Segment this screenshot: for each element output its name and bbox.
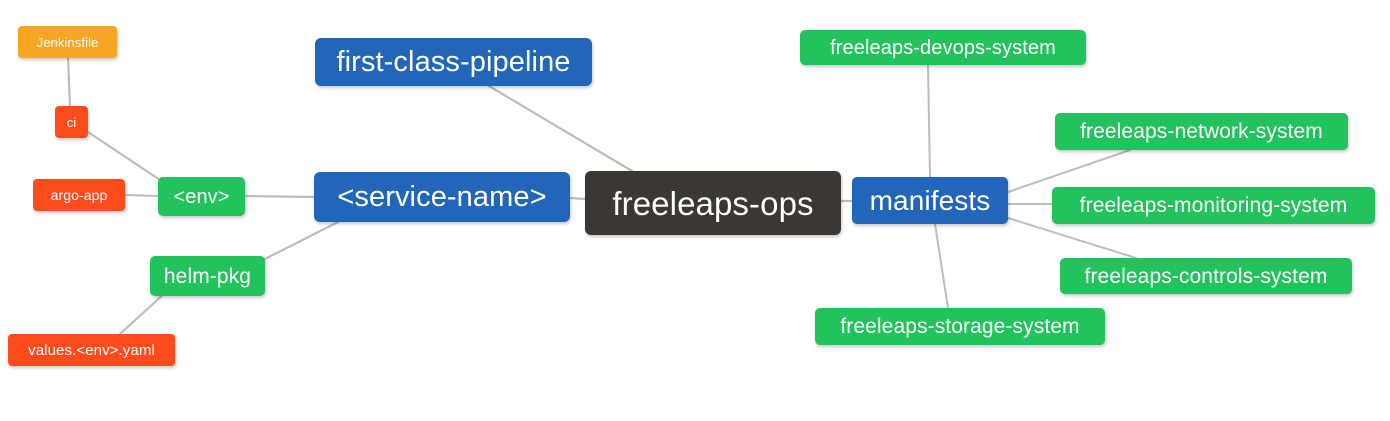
edge-jenkinsfile-to-ci	[66, 56, 72, 108]
node-freeleaps-monitoring-system[interactable]: freeleaps-monitoring-system	[1052, 187, 1375, 224]
edge-ci-to-env	[86, 130, 162, 182]
node-argo-app[interactable]: argo-app	[33, 179, 125, 211]
node-ci[interactable]: ci	[55, 106, 88, 138]
edge-service-name-to-freeleaps-ops	[568, 196, 587, 201]
node-freeleaps-controls-system[interactable]: freeleaps-controls-system	[1060, 258, 1352, 294]
node-freeleaps-ops[interactable]: freeleaps-ops	[585, 171, 841, 235]
node-first-class-pipeline[interactable]: first-class-pipeline	[315, 38, 592, 86]
node-helm-pkg[interactable]: helm-pkg	[150, 256, 265, 296]
edge-service-name-to-helm-pkg	[263, 220, 340, 261]
edge-env-to-service-name	[243, 194, 316, 199]
edge-manifests-to-freeleaps-controls-system	[1007, 217, 1137, 259]
node-jenkinsfile[interactable]: Jenkinsfile	[18, 26, 117, 58]
node-values-env-yaml[interactable]: values.<env>.yaml	[8, 334, 175, 366]
edge-first-class-pipeline-to-freeleaps-ops	[487, 84, 634, 173]
edge-argo-app-to-env	[124, 194, 159, 197]
edge-helm-pkg-to-values-env-yaml	[118, 290, 168, 336]
node-freeleaps-network-system[interactable]: freeleaps-network-system	[1055, 113, 1348, 150]
edge-manifests-to-freeleaps-storage-system	[934, 223, 949, 309]
node-freeleaps-storage-system[interactable]: freeleaps-storage-system	[815, 308, 1105, 345]
node-service-name[interactable]: <service-name>	[314, 172, 570, 222]
node-freeleaps-devops-system[interactable]: freeleaps-devops-system	[800, 30, 1086, 65]
edge-manifests-to-freeleaps-devops-system	[927, 64, 931, 178]
edge-manifests-to-freeleaps-network-system	[1007, 149, 1131, 193]
node-manifests[interactable]: manifests	[852, 177, 1008, 224]
node-env[interactable]: <env>	[158, 177, 245, 216]
